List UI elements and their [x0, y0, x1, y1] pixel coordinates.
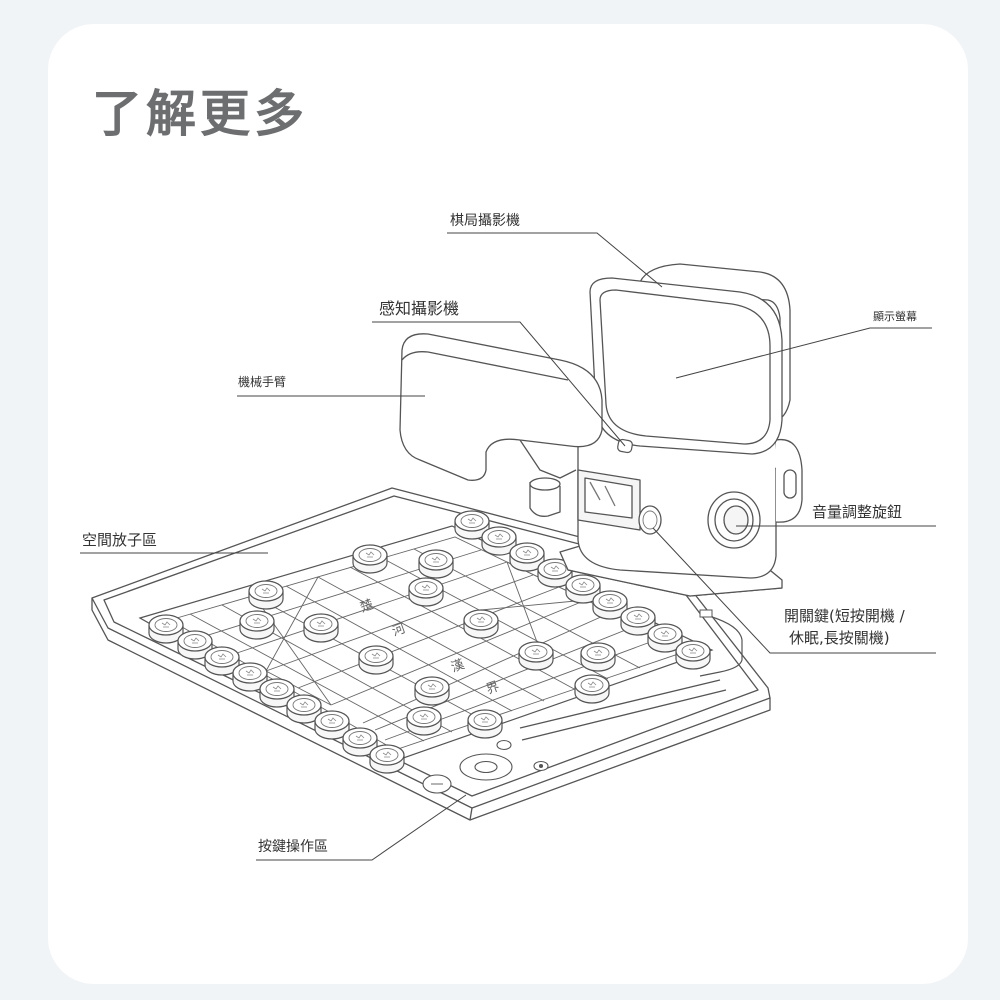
- callouts: 棋局攝影機 感知攝影機 顯示螢幕 機械手臂 音量調整旋鈕 空間放子區 開關鍵(短…: [82, 213, 917, 855]
- chess-piece[interactable]: [303, 613, 339, 643]
- river-char-chu: 楚: [358, 597, 375, 616]
- leader-lines: [80, 232, 936, 861]
- chess-piece[interactable]: [675, 640, 711, 670]
- callout-button-area: 按鍵操作區: [258, 839, 328, 855]
- river-char-han: 漢: [449, 657, 466, 676]
- chess-piece[interactable]: [358, 645, 394, 675]
- callout-power-key-1: 開關鍵(短按開機 /: [784, 607, 906, 625]
- content-card: [48, 24, 968, 984]
- chess-piece[interactable]: [574, 674, 610, 704]
- callout-volume-knob: 音量調整旋鈕: [812, 503, 902, 521]
- river-char-he: 河: [390, 621, 407, 640]
- chess-piece[interactable]: [352, 544, 388, 574]
- chess-piece[interactable]: [414, 676, 450, 706]
- chess-piece[interactable]: [463, 609, 499, 639]
- chess-piece[interactable]: [518, 641, 554, 671]
- power-button[interactable]: [638, 505, 662, 535]
- button-panel: [422, 739, 549, 794]
- chess-piece[interactable]: [408, 577, 444, 607]
- chess-piece[interactable]: [580, 642, 616, 672]
- robot-head: [589, 263, 791, 455]
- callout-power-key-2: 休眠,長按關機): [789, 629, 890, 647]
- confirm-button[interactable]: [474, 760, 498, 774]
- callout-sensing-camera: 感知攝影機: [379, 299, 459, 318]
- chess-piece[interactable]: [406, 706, 442, 736]
- usb-connector: [699, 609, 713, 618]
- chess-piece[interactable]: [467, 709, 503, 739]
- river-char-jie: 界: [484, 679, 501, 698]
- chess-piece[interactable]: [418, 549, 454, 579]
- robot-arm: [399, 333, 603, 517]
- small-button[interactable]: [496, 739, 512, 751]
- page-title: 了解更多: [92, 85, 308, 143]
- callout-display: 顯示螢幕: [873, 309, 917, 323]
- callout-storage-area: 空間放子區: [82, 531, 157, 549]
- callout-board-camera: 棋局攝影機: [450, 213, 520, 229]
- callout-robot-arm: 機械手臂: [238, 374, 286, 389]
- chess-piece[interactable]: [239, 610, 275, 640]
- chess-piece[interactable]: [248, 580, 284, 610]
- river-text: 楚 河 漢 界: [358, 597, 501, 698]
- chess-piece[interactable]: [369, 744, 405, 774]
- volume-knob[interactable]: [707, 491, 761, 549]
- usb-cable: [699, 613, 743, 677]
